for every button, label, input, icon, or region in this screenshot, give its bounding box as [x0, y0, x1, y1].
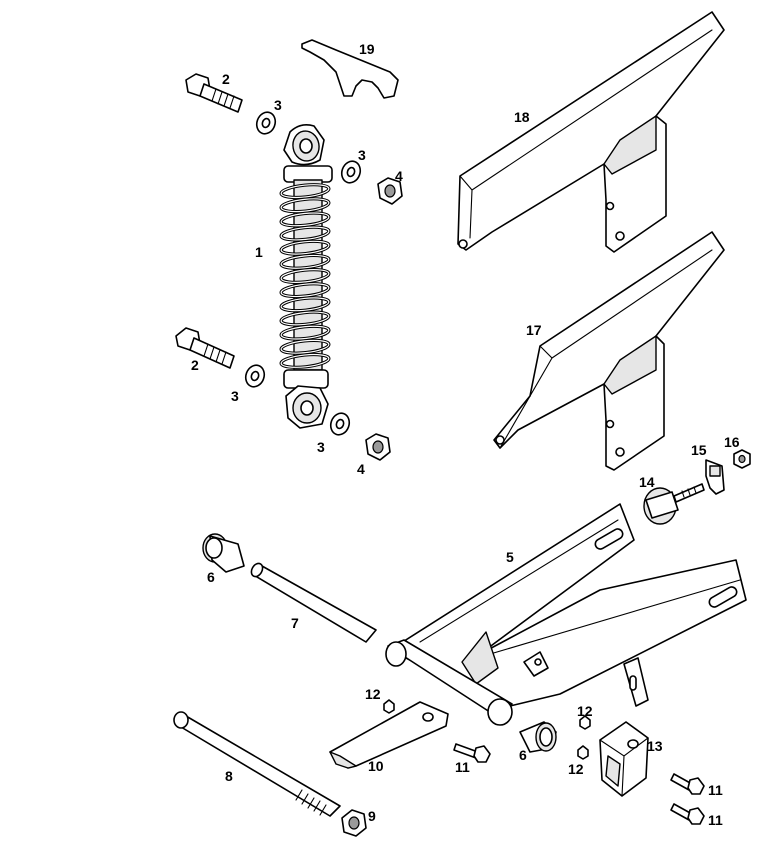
- callout-2-upper: 2: [222, 71, 230, 87]
- part-nut-small-a: [383, 699, 395, 714]
- spring-coil: [280, 226, 330, 241]
- callout-2-lower: 2: [191, 357, 199, 373]
- callout-3-lower-right: 3: [317, 439, 325, 455]
- part-axle-bolt: [173, 711, 341, 817]
- spring-coil: [280, 325, 330, 340]
- callout-9: 9: [368, 808, 376, 824]
- part-washer-upper-right: [340, 160, 362, 184]
- callout-16: 16: [724, 434, 740, 450]
- callout-7: 7: [291, 615, 299, 631]
- callout-6-right: 6: [519, 747, 527, 763]
- part-chain-slider: [329, 701, 449, 769]
- callout-12-right-upper: 12: [577, 703, 593, 719]
- callout-18: 18: [514, 109, 530, 125]
- callout-3-upper-right: 3: [358, 147, 366, 163]
- callout-8: 8: [225, 768, 233, 784]
- part-bushing-left: [202, 533, 245, 573]
- spring-coil: [280, 311, 330, 326]
- callout-11-right-upper: 11: [708, 782, 723, 798]
- part-washer-lower-left: [244, 364, 266, 388]
- part-clip: [705, 459, 725, 495]
- part-chain-guard-lower: [493, 231, 725, 471]
- part-nut-lower: [365, 433, 391, 461]
- part-washer-upper-left: [255, 111, 277, 135]
- callout-3-lower-left: 3: [231, 388, 239, 404]
- callout-12-right-lower: 12: [568, 761, 584, 777]
- part-buffer-stud: [643, 483, 705, 525]
- callout-13: 13: [647, 738, 663, 754]
- part-axle-nut: [341, 809, 367, 837]
- part-hook-wrench: [301, 39, 399, 99]
- spring-coil: [280, 283, 330, 298]
- callout-4-lower: 4: [357, 461, 365, 477]
- part-swingarm: [385, 503, 747, 726]
- part-screw-right-upper: [670, 773, 705, 795]
- spring-coil: [280, 198, 330, 213]
- spring-coil: [280, 184, 330, 199]
- callout-15: 15: [691, 442, 707, 458]
- part-nut-upper: [377, 177, 403, 205]
- part-nut-small-c: [577, 745, 589, 760]
- spring-coil: [280, 240, 330, 255]
- spring-coil: [280, 339, 330, 354]
- part-nut-small-b: [579, 715, 591, 730]
- callout-10: 10: [368, 758, 384, 774]
- callout-1: 1: [255, 244, 263, 260]
- callout-14: 14: [639, 474, 655, 490]
- callout-17: 17: [526, 322, 542, 338]
- callout-11-right-lower: 11: [708, 812, 723, 828]
- spring-coil: [280, 212, 330, 227]
- part-bolt-upper: [185, 73, 243, 113]
- part-block-bracket: [599, 721, 649, 797]
- callout-3-upper-left: 3: [274, 97, 282, 113]
- part-bolt-lower: [175, 327, 235, 369]
- spring-coil: [280, 254, 330, 269]
- part-screw-center: [453, 743, 491, 763]
- part-washer-lower-right: [329, 412, 351, 436]
- callout-19: 19: [359, 41, 375, 57]
- part-small-nut: [733, 449, 751, 469]
- spring-coil: [280, 269, 330, 283]
- spring-coil: [280, 297, 330, 312]
- part-axle-tube: [250, 562, 377, 643]
- callout-4-upper: 4: [395, 168, 403, 184]
- callout-11-center: 11: [455, 759, 470, 775]
- part-chain-guard-upper: [457, 11, 725, 253]
- part-screw-right-lower: [670, 803, 705, 825]
- callout-5: 5: [506, 549, 514, 565]
- callout-6-left: 6: [207, 569, 215, 585]
- spring-coil: [280, 353, 330, 368]
- callout-12-left: 12: [365, 686, 381, 702]
- part-bushing-right: [519, 721, 557, 753]
- callout-labels: 19 2 3 18 3 4 1 17 2 3 3 4 15 16 14 5 6 …: [191, 41, 740, 828]
- part-shock-absorber: [279, 124, 333, 429]
